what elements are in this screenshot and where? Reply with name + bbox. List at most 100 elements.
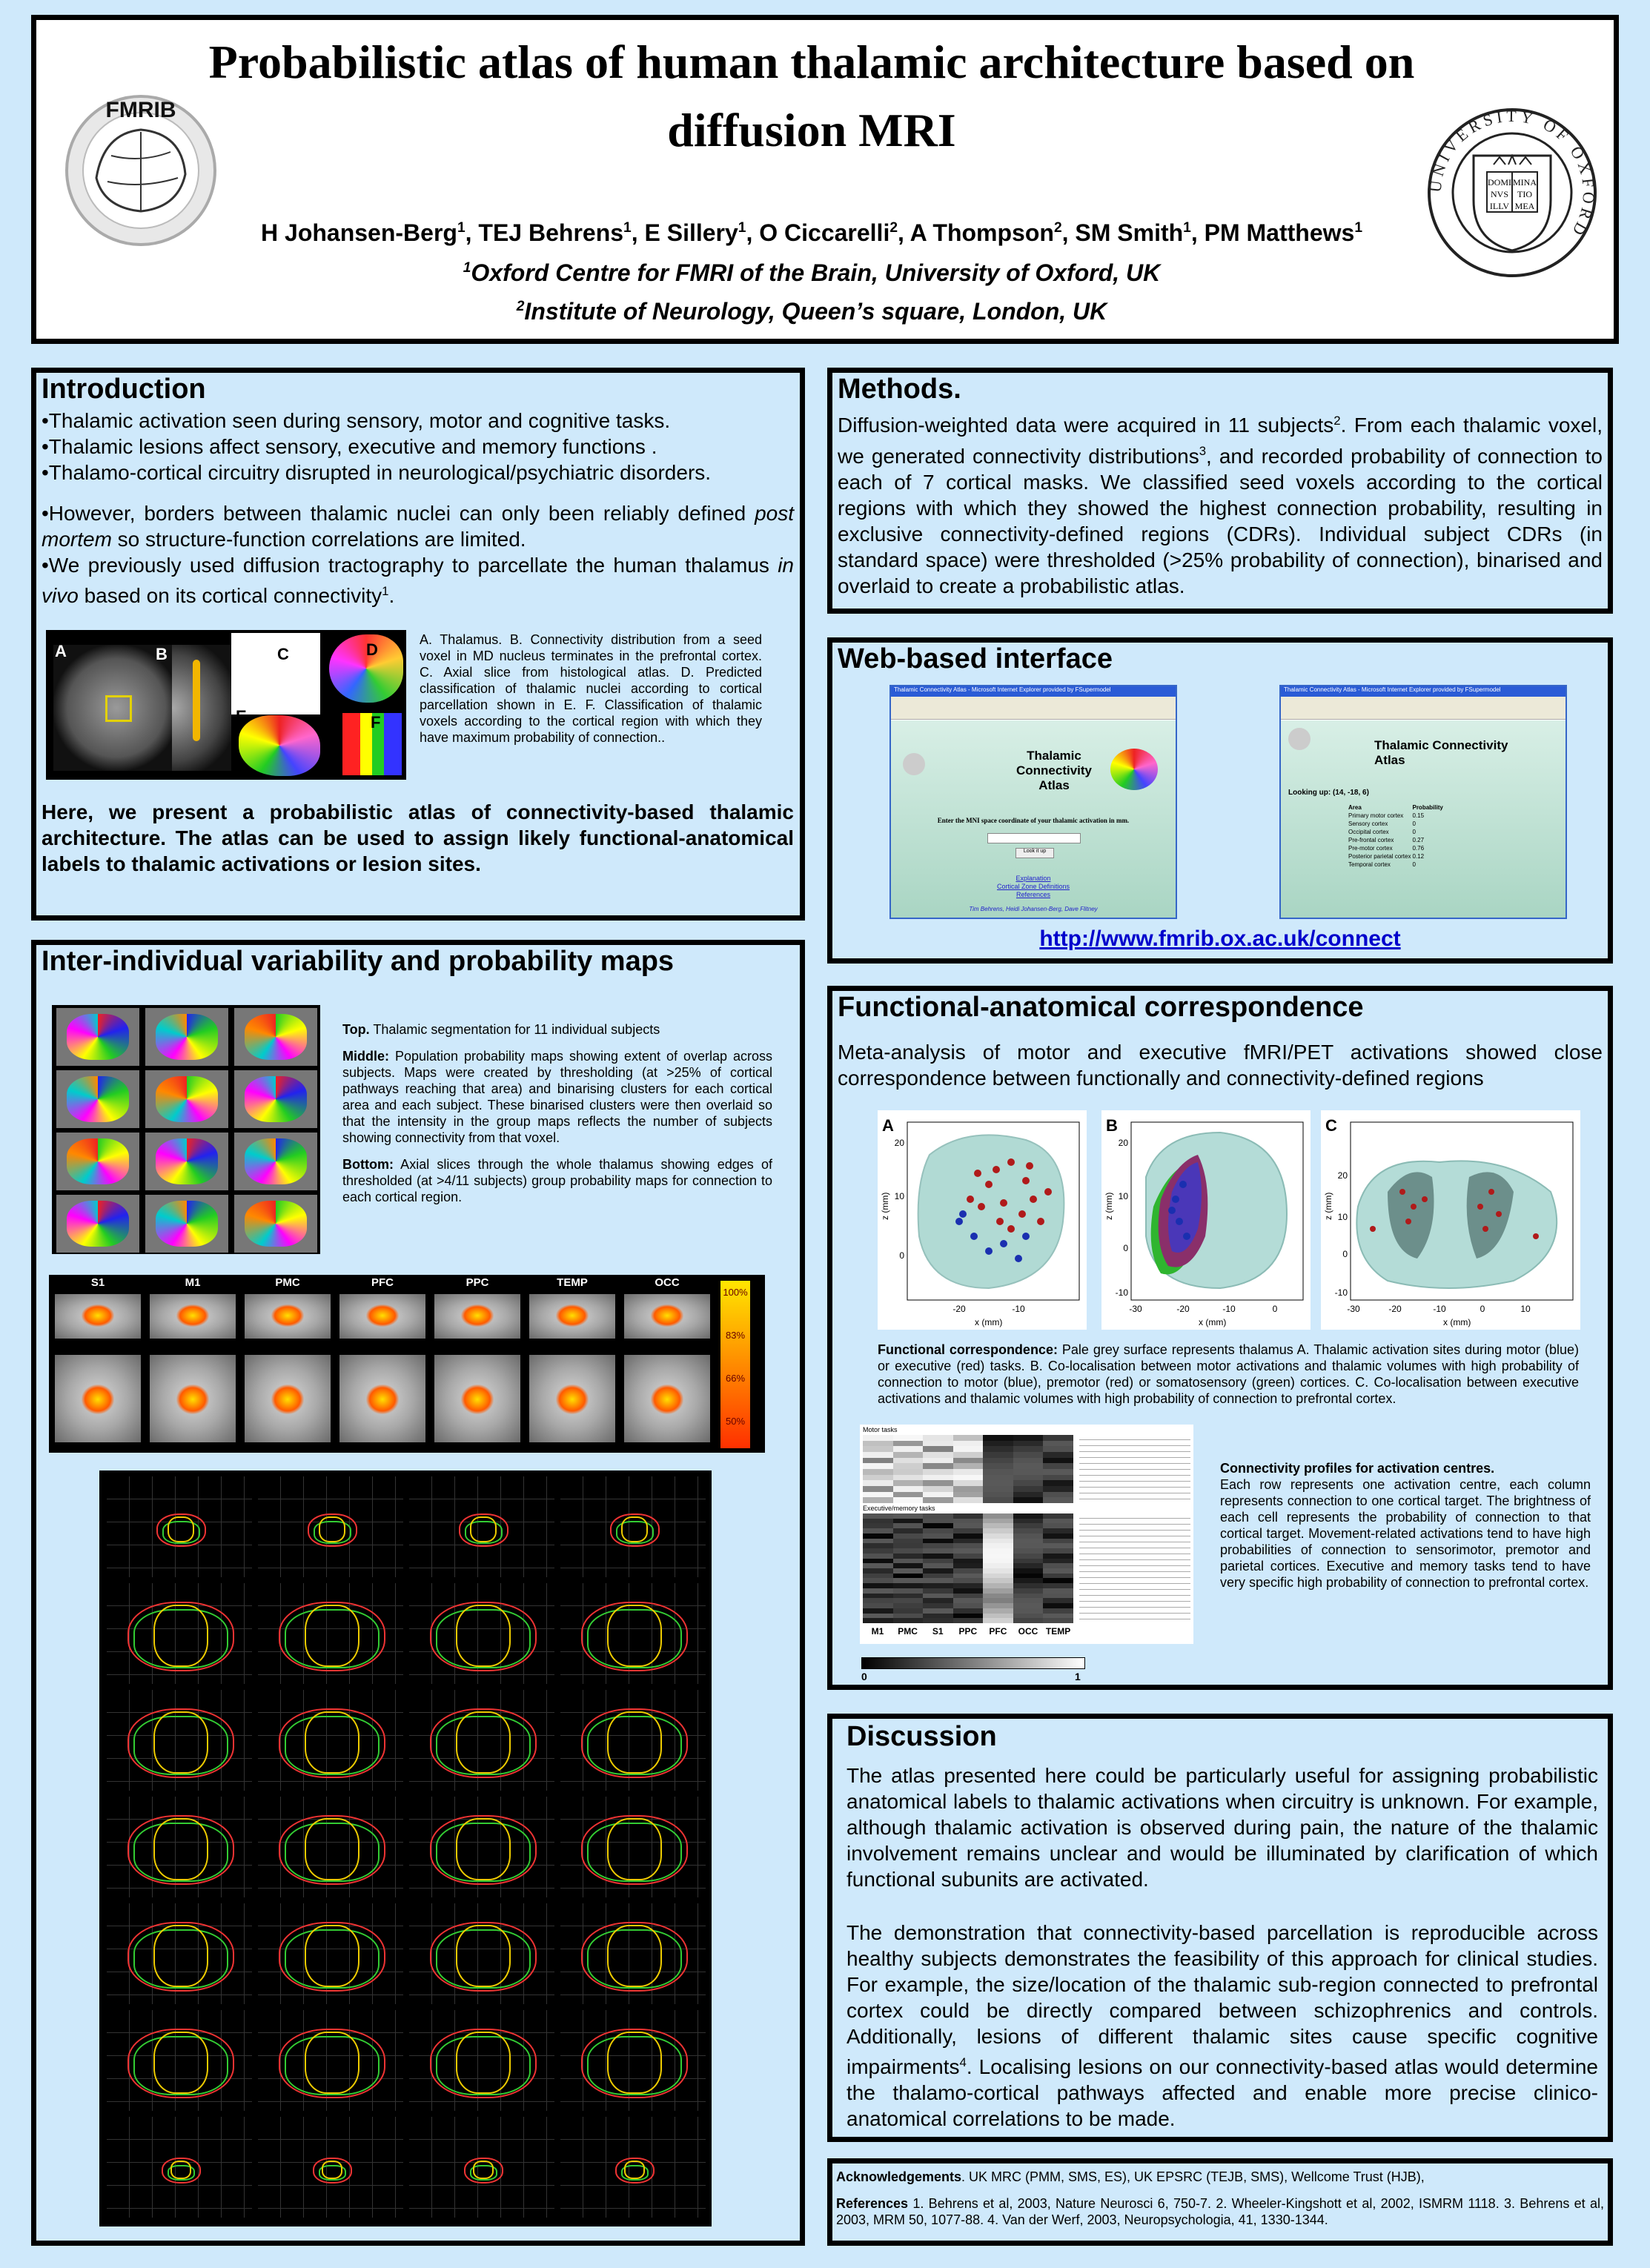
- author-affiliation: 2: [1053, 220, 1062, 236]
- x-tick-label: -10: [1433, 1304, 1446, 1314]
- strip-label: PPC: [465, 1276, 489, 1289]
- heatmap-cell: [1043, 1491, 1073, 1498]
- edge-slice-panel: [107, 2010, 252, 2111]
- heatmap-cell: [952, 1543, 984, 1549]
- heatmap-cell: [1013, 1474, 1044, 1481]
- probability-scale-label: 100%: [723, 1287, 748, 1298]
- heatmap-column-label: PMC: [898, 1626, 918, 1637]
- heatmap-cell: [1013, 1480, 1044, 1486]
- references-link[interactable]: References: [1015, 891, 1051, 898]
- heatmap-cell: [863, 1538, 893, 1544]
- edge-outline: [587, 1609, 682, 1668]
- heatmap-cell: [892, 1446, 924, 1452]
- edge-slice-panel: [107, 1476, 252, 1577]
- edge-outline: [305, 1605, 360, 1667]
- executive-activation-dot: [985, 1181, 993, 1188]
- heatmap-cell: [1043, 1613, 1073, 1619]
- heatmap-cell: [952, 1474, 984, 1481]
- strip-label: M1: [185, 1276, 201, 1289]
- heatmap-cell: [923, 1491, 953, 1498]
- heatmap-column-label: S1: [932, 1626, 944, 1637]
- edge-outline: [615, 1520, 654, 1544]
- heatmap-cell: [923, 1523, 953, 1529]
- heatmap-cell: [1043, 1533, 1073, 1539]
- author-name: SM Smith: [1075, 219, 1184, 246]
- heatmap-cell: [1043, 1446, 1073, 1452]
- heatmap-cell: [983, 1452, 1013, 1458]
- executive-activation-dot: [993, 1166, 1000, 1173]
- heatmap-cell: [1013, 1513, 1044, 1519]
- heatmap-cell: [1013, 1497, 1044, 1503]
- probability-map-image: [339, 1355, 425, 1442]
- subject-segmentation-image: [145, 1070, 228, 1128]
- probability-cluster: [556, 1304, 589, 1327]
- heatmap-cell: [1043, 1593, 1073, 1599]
- executive-activation-dot: [996, 1218, 1004, 1225]
- fig-label-f: F: [371, 713, 381, 732]
- heatmap-cell: [863, 1593, 893, 1599]
- area-cell: Pre-frontal cortex: [1348, 837, 1394, 843]
- edge-slice-panel: [409, 1583, 554, 1684]
- edge-outline: [436, 1716, 531, 1775]
- edge-outline: [305, 2032, 360, 2094]
- author-name: A Thompson: [910, 219, 1054, 246]
- heatmap-column-label: PFC: [989, 1626, 1007, 1637]
- svg-text:DOMI: DOMI: [1488, 177, 1511, 188]
- heatmap-cell: [923, 1440, 953, 1447]
- executive-activation-dot: [1007, 1158, 1015, 1166]
- look-it-up-button[interactable]: Look it up: [1015, 848, 1054, 858]
- segmentation-overlay: [245, 1076, 307, 1122]
- edge-outline: [456, 1818, 511, 1880]
- coordinate-input[interactable]: [987, 833, 1081, 843]
- heatmap-cell: [983, 1568, 1013, 1574]
- affiliation-2: 2Institute of Neurology, Queen’s square,…: [516, 298, 1107, 325]
- probability-scale-label: 66%: [725, 1373, 746, 1384]
- heatmap-cell: [1013, 1533, 1044, 1539]
- heatmap-cell: [923, 1603, 953, 1608]
- heatmap-cell: [952, 1578, 984, 1584]
- probability-map-image: [150, 1294, 236, 1339]
- heatmap-cell: [983, 1608, 1013, 1614]
- explanation-link[interactable]: Explanation: [1015, 875, 1051, 882]
- executive-activation-dot: [1405, 1218, 1411, 1224]
- edge-outline: [436, 2036, 531, 2095]
- area-cell: Occipital cortex: [1348, 829, 1389, 835]
- edge-outline: [436, 1929, 531, 1989]
- browser-1-heading: Thalamic Connectivity Atlas: [1015, 749, 1093, 792]
- executive-row-labels: [1079, 1513, 1190, 1623]
- thalamus-highlight-box: [105, 695, 132, 722]
- cortical-zone-link[interactable]: Cortical Zone Definitions: [996, 883, 1070, 890]
- heatmap-cell: [952, 1523, 984, 1529]
- probability-map-image: [434, 1294, 520, 1339]
- motor-volume: [1168, 1162, 1202, 1253]
- atlas-url-link[interactable]: http://www.fmrib.ox.ac.uk/connect: [1039, 926, 1401, 951]
- subject-segmentation-image: [145, 1133, 228, 1190]
- heatmap-cell: [892, 1469, 924, 1475]
- heatmap-cell: [952, 1452, 984, 1458]
- heatmap-cell: [983, 1518, 1013, 1524]
- tract-line: [193, 660, 200, 741]
- executive-activation-dot: [1477, 1204, 1483, 1210]
- heatmap-cell: [892, 1608, 924, 1614]
- x-tick-label: -10: [1222, 1304, 1236, 1314]
- strip-label: S1: [90, 1276, 105, 1289]
- edge-outline: [621, 1516, 648, 1542]
- executive-activation-dot: [1007, 1225, 1015, 1233]
- edge-slice-panel: [409, 1476, 554, 1577]
- heatmap-cell: [1043, 1435, 1073, 1441]
- functional-caption: Functional correspondence: Pale grey sur…: [878, 1342, 1579, 1406]
- heatmap-cell: [923, 1598, 953, 1604]
- motor-activation-dot: [1022, 1233, 1030, 1240]
- heatmap-cell: [1013, 1463, 1044, 1469]
- heatmap-cell: [1043, 1553, 1073, 1559]
- edge-slice-panel: [560, 1903, 706, 2004]
- heatmap-cell: [923, 1538, 953, 1544]
- heatmap-cell: [952, 1563, 984, 1568]
- heatmap-cell: [923, 1613, 953, 1619]
- heatmap-cell: [1013, 1538, 1044, 1544]
- edge-outline: [153, 1605, 208, 1667]
- x-axis-label: x (mm): [975, 1317, 1002, 1327]
- intro-figure-caption: A. Thalamus. B. Connectivity distributio…: [420, 632, 762, 745]
- svg-text:MEA: MEA: [1515, 201, 1535, 211]
